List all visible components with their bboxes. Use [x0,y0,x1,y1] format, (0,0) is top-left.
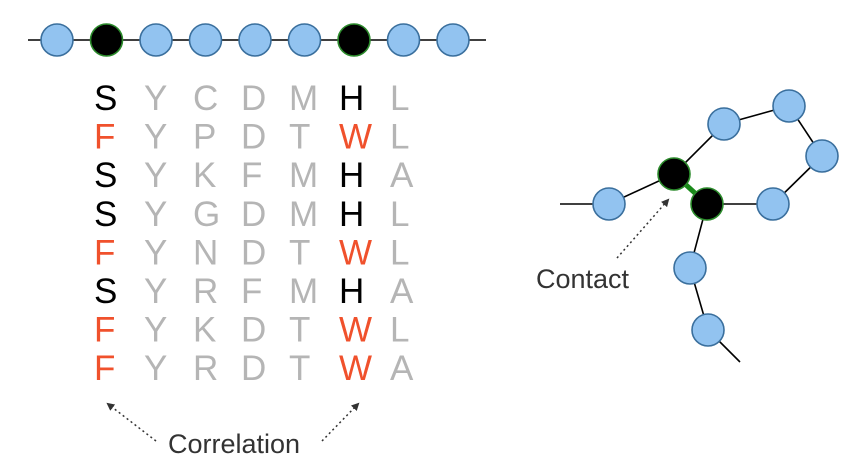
correlation-arrow-left [106,402,157,442]
residue-letter: Y [144,79,167,118]
residue-letter: N [193,233,218,272]
residue-letter: F [94,118,115,157]
correlation-arrow-right [321,402,360,442]
residue-letter: L [390,79,409,118]
chain-node [386,23,421,57]
residue-letter: W [339,118,372,157]
residue-letter: Y [144,272,167,311]
residue-letter: M [289,195,318,234]
residue-letter: Y [144,349,167,388]
residue-letter: A [390,349,414,388]
chain-node-contact [89,23,124,57]
residue-letter: Y [144,195,167,234]
residue-letter: A [390,156,414,195]
residue-letter: R [193,349,218,388]
chain-node [40,23,74,57]
residue-letter: Y [144,233,167,272]
linear-chain [28,23,486,57]
residue-letter: F [94,349,115,388]
residue-letter: W [339,311,372,350]
folded-backbone [560,105,823,363]
residue-letter: H [339,272,364,311]
folded-node [673,251,707,285]
folded-node-contact [657,157,691,191]
chain-node [287,23,322,57]
residue-letter: D [241,349,266,388]
residue-letter: M [289,156,318,195]
folded-node [805,139,839,173]
residue-letter: M [289,79,318,118]
chain-node [238,23,272,57]
folded-node [691,313,725,347]
correlation-label: Correlation [168,429,300,459]
residue-letter: C [193,79,218,118]
correlation-annotation: Correlation [106,402,360,459]
folded-node [707,107,741,141]
folded-node-contact [690,187,724,221]
residue-letter: K [193,156,216,195]
residue-letter: T [289,349,310,388]
chain-node [436,23,470,57]
residue-letter: W [339,233,372,272]
folded-chain: Contact [536,89,839,363]
residue-letter: T [289,233,310,272]
contact-label: Contact [536,264,630,294]
residue-letter: H [339,79,364,118]
folded-node [592,187,626,221]
chain-node [139,23,173,57]
residue-letter: D [241,233,266,272]
residue-letter: S [94,156,117,195]
residue-letter: S [94,79,117,118]
residue-letter: K [193,311,216,350]
residue-letter: D [241,118,266,157]
residue-letter: W [339,349,372,388]
residue-letter: Y [144,118,167,157]
residue-letter: P [193,118,216,157]
residue-letter: S [94,272,117,311]
residue-letter: F [241,272,262,311]
residue-letter: L [390,311,409,350]
folded-node [772,89,806,123]
residue-letter: D [241,311,266,350]
residue-letter: L [390,233,409,272]
residue-letter: S [94,195,117,234]
residue-letter: T [289,311,310,350]
chain-node [188,23,223,57]
residue-letter: G [193,195,220,234]
residue-letter: H [339,195,364,234]
residue-letter: F [94,311,115,350]
residue-letter: L [390,118,409,157]
residue-letter: H [339,156,364,195]
residue-letter: D [241,79,266,118]
folded-node [756,187,790,221]
residue-letter: L [390,195,409,234]
residue-letter: F [241,156,262,195]
residue-letter: Y [144,156,167,195]
residue-letter: D [241,195,266,234]
residue-letter: A [390,272,414,311]
residue-letter: F [94,233,115,272]
chain-node-contact [337,23,371,57]
residue-letter: R [193,272,218,311]
residue-letter: T [289,118,310,157]
residue-letter: M [289,272,318,311]
residue-letter: Y [144,311,167,350]
